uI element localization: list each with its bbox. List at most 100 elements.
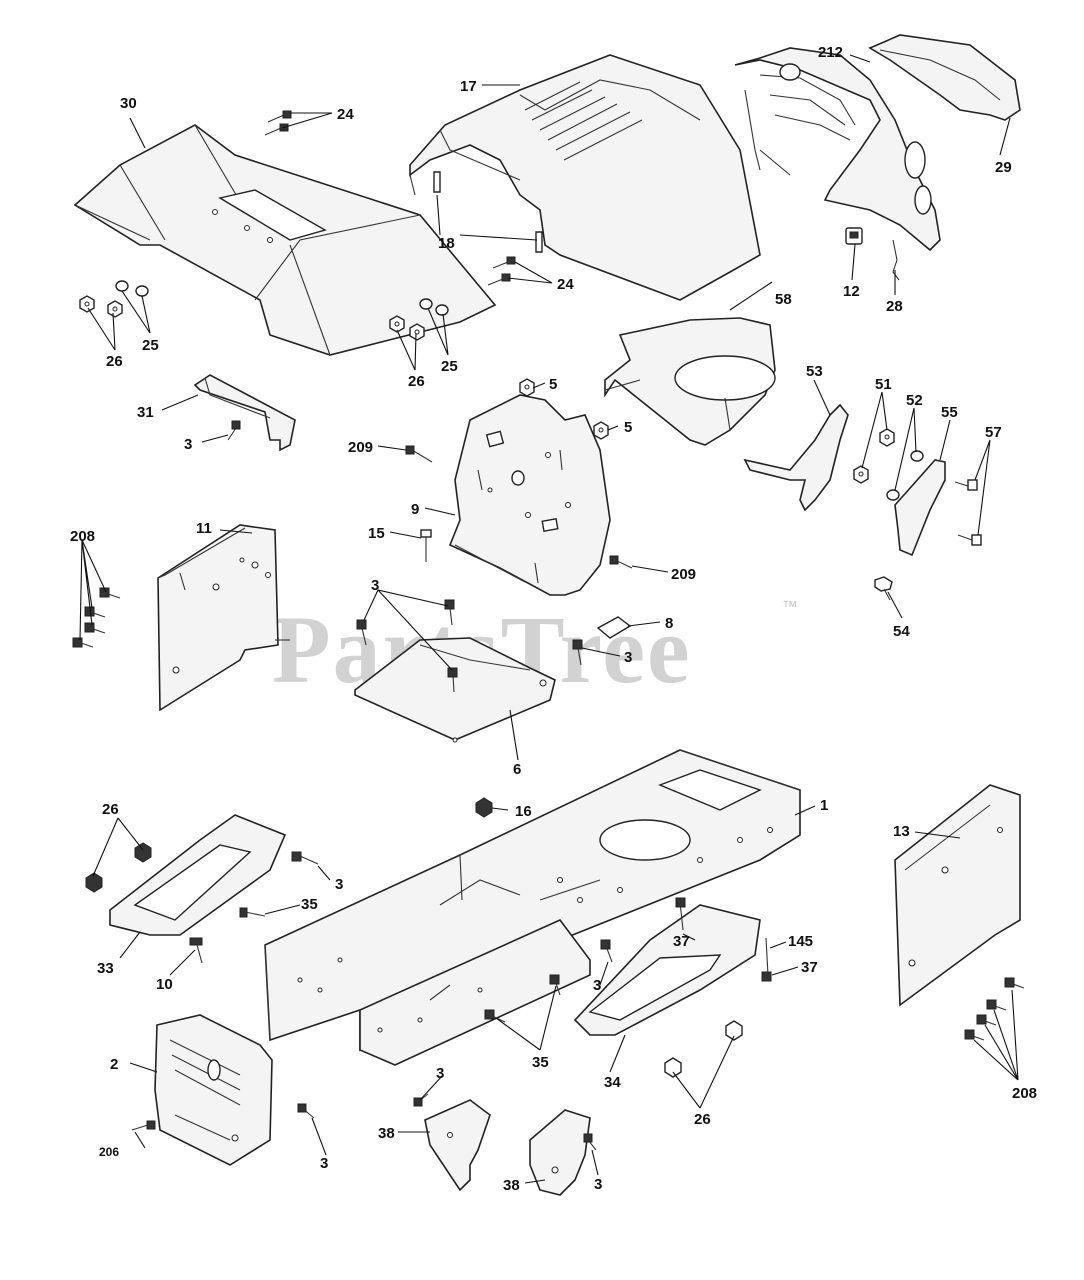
callout-9[interactable]: 9 bbox=[411, 501, 419, 518]
callout-26-lower[interactable]: 26 bbox=[694, 1111, 711, 1128]
callout-1[interactable]: 1 bbox=[820, 797, 828, 814]
bolt-35-left[interactable] bbox=[239, 907, 266, 918]
callout-13[interactable]: 13 bbox=[893, 823, 910, 840]
callout-3-bracket[interactable]: 3 bbox=[184, 436, 192, 453]
bolt-10[interactable] bbox=[189, 937, 203, 964]
callout-3-support[interactable]: 3 bbox=[320, 1155, 328, 1172]
part-2-front-support[interactable] bbox=[154, 1014, 273, 1166]
screw-3-31[interactable] bbox=[227, 420, 241, 441]
callout-2[interactable]: 2 bbox=[110, 1056, 118, 1073]
screw-3-plate[interactable] bbox=[356, 599, 583, 693]
part-17-hood[interactable] bbox=[409, 54, 761, 301]
callout-38-left[interactable]: 38 bbox=[378, 1125, 395, 1142]
callout-29[interactable]: 29 bbox=[995, 159, 1012, 176]
callout-15[interactable]: 15 bbox=[368, 525, 385, 542]
nut-26-washer-25-right[interactable] bbox=[389, 298, 449, 341]
callout-18[interactable]: 18 bbox=[438, 235, 455, 252]
bolt-37-145[interactable] bbox=[675, 897, 772, 982]
callout-35-left[interactable]: 35 bbox=[301, 896, 318, 913]
bolt-15[interactable] bbox=[420, 529, 432, 562]
nut-26-upper-left[interactable] bbox=[85, 842, 152, 893]
callout-24-mid[interactable]: 24 bbox=[557, 276, 574, 293]
nut-26-lower[interactable] bbox=[664, 1020, 743, 1078]
callout-35-frame[interactable]: 35 bbox=[532, 1054, 549, 1071]
bolt-3-frame[interactable] bbox=[600, 939, 613, 963]
callout-145[interactable]: 145 bbox=[788, 933, 813, 950]
callout-53[interactable]: 53 bbox=[806, 363, 823, 380]
callout-26-right[interactable]: 26 bbox=[408, 373, 425, 390]
part-28-bracket[interactable] bbox=[892, 239, 900, 281]
callout-52[interactable]: 52 bbox=[906, 392, 923, 409]
callout-206[interactable]: 206 bbox=[99, 1145, 119, 1159]
callout-26-footrest[interactable]: 26 bbox=[102, 801, 119, 818]
part-29-lens[interactable] bbox=[868, 34, 1021, 121]
part-11-side-plate[interactable] bbox=[157, 524, 290, 712]
nut-5-lower[interactable] bbox=[593, 421, 609, 440]
part-34-footrest[interactable] bbox=[573, 904, 761, 1036]
callout-55[interactable]: 55 bbox=[941, 404, 958, 421]
callout-11[interactable]: 11 bbox=[196, 520, 212, 537]
callout-51[interactable]: 51 bbox=[875, 376, 892, 393]
callout-26-left[interactable]: 26 bbox=[106, 353, 123, 370]
callout-25-right[interactable]: 25 bbox=[441, 358, 458, 375]
nut-5-upper[interactable] bbox=[519, 378, 535, 397]
callout-5-lower[interactable]: 5 bbox=[624, 419, 632, 436]
washer-52[interactable] bbox=[886, 450, 924, 501]
bolt-24-top[interactable] bbox=[264, 110, 292, 136]
callout-8[interactable]: 8 bbox=[665, 615, 673, 632]
nut-51[interactable] bbox=[853, 428, 895, 484]
callout-57[interactable]: 57 bbox=[985, 424, 1002, 441]
bolt-209-lower[interactable] bbox=[609, 555, 633, 569]
part-55-bracket[interactable] bbox=[894, 459, 946, 557]
callout-3-hitch[interactable]: 3 bbox=[436, 1065, 444, 1082]
callout-3-hitch-right[interactable]: 3 bbox=[594, 1176, 602, 1193]
bolt-208-left[interactable] bbox=[72, 587, 121, 648]
callout-34[interactable]: 34 bbox=[604, 1074, 621, 1091]
bolt-24-mid[interactable] bbox=[487, 256, 516, 286]
bolt-3-support[interactable] bbox=[297, 1103, 315, 1119]
part-31-bracket[interactable] bbox=[193, 374, 296, 452]
part-212-grille[interactable] bbox=[734, 47, 941, 252]
callout-3-plate[interactable]: 3 bbox=[371, 577, 379, 594]
callout-17[interactable]: 17 bbox=[460, 78, 477, 95]
part-13-side-plate[interactable] bbox=[894, 784, 1021, 1007]
callout-3-right[interactable]: 3 bbox=[624, 649, 632, 666]
part-9-dash-plate[interactable] bbox=[448, 394, 611, 596]
callout-31[interactable]: 31 bbox=[137, 404, 154, 421]
bolt-3-footrest[interactable] bbox=[291, 851, 319, 865]
callout-5-upper[interactable]: 5 bbox=[549, 376, 557, 393]
callout-33[interactable]: 33 bbox=[97, 960, 114, 977]
part-1-main-frame[interactable] bbox=[264, 749, 801, 1066]
callout-25-left[interactable]: 25 bbox=[142, 337, 159, 354]
bolt-3-hitch[interactable] bbox=[413, 1093, 597, 1151]
callout-12[interactable]: 12 bbox=[843, 283, 860, 300]
callout-3-frame[interactable]: 3 bbox=[593, 977, 601, 994]
part-30-fender[interactable] bbox=[73, 124, 497, 356]
callout-10[interactable]: 10 bbox=[156, 976, 173, 993]
part-58-dash-panel[interactable] bbox=[604, 317, 776, 446]
bolt-208-right[interactable] bbox=[964, 977, 1025, 1041]
callout-209-upper[interactable]: 209 bbox=[348, 439, 373, 456]
bolt-57[interactable] bbox=[954, 479, 982, 546]
bolt-209-upper[interactable] bbox=[405, 445, 433, 463]
callout-6[interactable]: 6 bbox=[513, 761, 521, 778]
nut-16[interactable] bbox=[475, 797, 493, 818]
callout-209-lower[interactable]: 209 bbox=[671, 566, 696, 583]
callout-37-upper[interactable]: 37 bbox=[673, 933, 690, 950]
callout-3-footrest[interactable]: 3 bbox=[335, 876, 343, 893]
callout-24[interactable]: 24 bbox=[337, 106, 354, 123]
bolt-54[interactable] bbox=[874, 576, 893, 601]
part-33-footrest[interactable] bbox=[109, 814, 287, 936]
callout-30[interactable]: 30 bbox=[120, 95, 137, 112]
part-6-floor-plate[interactable] bbox=[354, 637, 556, 743]
callout-208-right[interactable]: 208 bbox=[1012, 1085, 1037, 1102]
callout-58[interactable]: 58 bbox=[775, 291, 792, 308]
bolt-206[interactable] bbox=[131, 1120, 156, 1131]
nut-26-washer-25-left[interactable] bbox=[79, 280, 149, 318]
callout-212[interactable]: 212 bbox=[818, 44, 843, 61]
part-38-hitch-left[interactable] bbox=[424, 1099, 491, 1192]
part-53-bracket[interactable] bbox=[743, 403, 849, 512]
part-12-clip[interactable] bbox=[845, 227, 863, 245]
callout-37-lower[interactable]: 37 bbox=[801, 959, 818, 976]
part-38-hitch-right[interactable] bbox=[529, 1109, 591, 1196]
